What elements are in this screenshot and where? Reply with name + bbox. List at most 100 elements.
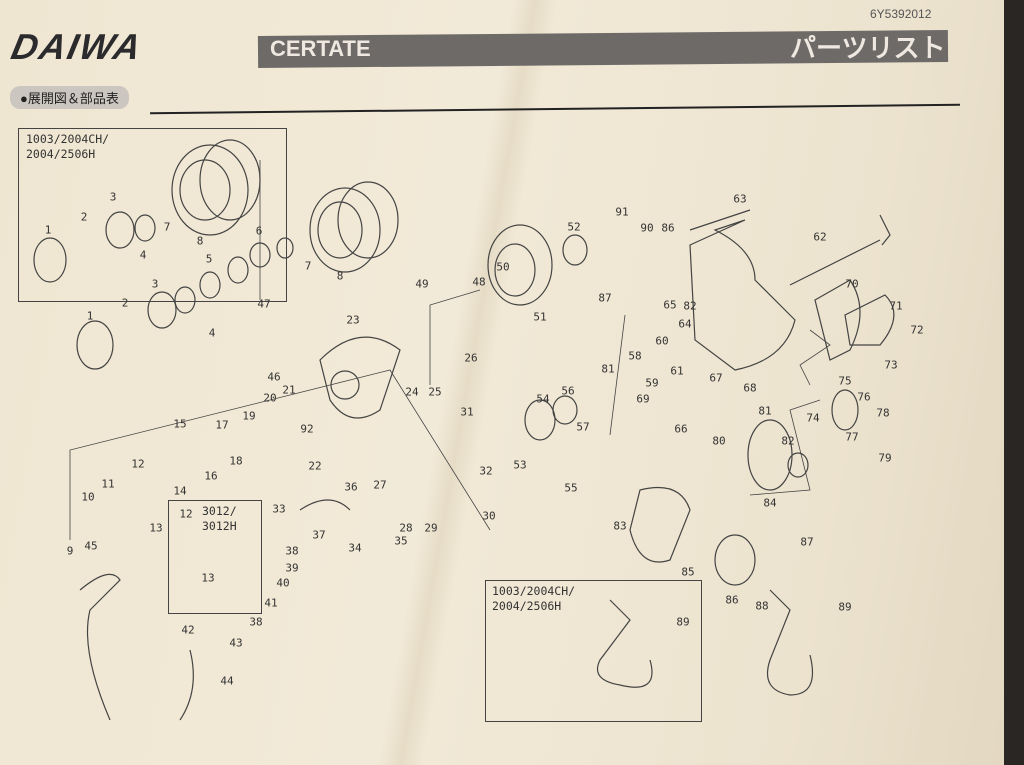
part-number-label: 7 — [163, 220, 171, 234]
part-number-label: 48 — [472, 275, 486, 289]
part-number-label: 89 — [676, 615, 690, 629]
part-number-label: 47 — [257, 297, 271, 311]
part-number-label: 38 — [285, 544, 299, 558]
part-number-label: 57 — [576, 420, 590, 434]
part-number-label: 88 — [755, 599, 769, 613]
part-number-label: 75 — [838, 374, 852, 388]
spool-top — [171, 139, 261, 236]
part-number-label: 12 — [179, 507, 193, 521]
part-number-label: 14 — [173, 484, 187, 498]
body-frame — [689, 209, 891, 371]
part-number-label: 32 — [479, 464, 493, 478]
part-number-label: 82 — [781, 434, 795, 448]
part-number-label: 9 — [66, 544, 74, 558]
part-number-label: 33 — [272, 502, 286, 516]
part-number-label: 63 — [733, 192, 747, 206]
part-number-label: 38 — [249, 615, 263, 629]
variant-text: 2004/2506H — [492, 599, 562, 613]
part-number-label: 58 — [628, 349, 642, 363]
part-number-label: 8 — [336, 269, 344, 283]
part-number-label: 19 — [242, 409, 256, 423]
part-number-label: 4 — [208, 326, 216, 340]
parts-list-title: パーツリスト — [790, 33, 946, 63]
part-number-label: 82 — [683, 299, 697, 313]
part-number-label: 22 — [308, 459, 322, 473]
part-number-label: 64 — [678, 317, 692, 331]
part-number-label: 69 — [636, 392, 650, 406]
part-number-label: 81 — [601, 362, 615, 376]
part-number-label: 49 — [415, 277, 429, 291]
part-number-label: 73 — [884, 358, 898, 372]
spool-variant-label: 1003/2004CH/2004/2506H — [26, 132, 109, 162]
side-cover — [814, 279, 895, 361]
spool-second — [309, 181, 399, 273]
part-number-label: 56 — [561, 384, 575, 398]
part-number-label: 16 — [204, 469, 218, 483]
part-number-label: 60 — [655, 334, 669, 348]
part-number-label: 34 — [348, 541, 362, 555]
part-number-label: 13 — [201, 571, 215, 585]
part-number-label: 70 — [845, 277, 859, 291]
leader-lines — [69, 160, 831, 540]
part-number-label: 3 — [109, 190, 117, 204]
part-number-label: 45 — [84, 539, 98, 553]
part-number-label: 87 — [598, 291, 612, 305]
part-number-label: 86 — [661, 221, 675, 235]
part-number-label: 90 — [640, 221, 654, 235]
part-number-label: 29 — [424, 521, 438, 535]
part-number-label: 51 — [533, 310, 547, 324]
part-number-label: 17 — [215, 418, 229, 432]
part-number-label: 91 — [615, 205, 629, 219]
part-number-label: 83 — [613, 519, 627, 533]
part-number-label: 89 — [838, 600, 852, 614]
variant-text: 1003/2004CH/ — [26, 132, 110, 146]
part-number-label: 37 — [312, 528, 326, 542]
part-number-label: 27 — [373, 478, 387, 492]
part-number-label: 84 — [763, 496, 777, 510]
part-number-label: 46 — [267, 370, 281, 384]
part-number-label: 40 — [276, 576, 290, 590]
part-number-label: 85 — [681, 565, 695, 579]
handle-variant-label: 1003/2004CH/2004/2506H — [492, 584, 575, 614]
part-number-label: 4 — [139, 248, 147, 262]
part-number-label: 15 — [173, 417, 187, 431]
part-number-label: 67 — [709, 371, 723, 385]
part-number-label: 44 — [220, 674, 234, 688]
part-number-label: 39 — [285, 561, 299, 575]
part-number-label: 54 — [536, 392, 550, 406]
part-number-label: 2 — [80, 210, 88, 224]
part-number-label: 36 — [344, 480, 358, 494]
bail-arm — [79, 499, 351, 721]
variant-text: 1003/2004CH/ — [492, 584, 576, 598]
part-number-label: 24 — [405, 385, 419, 399]
part-number-label: 76 — [857, 390, 871, 404]
part-number-label: 79 — [878, 451, 892, 465]
rotor-cup — [487, 224, 588, 306]
part-number-label: 61 — [670, 364, 684, 378]
part-number-label: 8 — [196, 234, 204, 248]
model-name: CERTATE — [270, 36, 371, 61]
gears — [524, 389, 859, 491]
part-number-label: 23 — [346, 313, 360, 327]
part-number-label: 1 — [86, 309, 94, 323]
part-number-label: 74 — [806, 411, 820, 425]
part-number-label: 72 — [910, 323, 924, 337]
part-number-label: 77 — [845, 430, 859, 444]
part-number-label: 55 — [564, 481, 578, 495]
part-number-label: 7 — [304, 259, 312, 273]
document-code: 6Y5392012 — [870, 7, 932, 21]
part-number-label: 42 — [181, 623, 195, 637]
variant-text: 2004/2506H — [26, 147, 96, 161]
drag-knobs — [33, 211, 177, 370]
part-number-label: 26 — [464, 351, 478, 365]
clip-variant-box — [168, 500, 262, 614]
part-number-label: 20 — [263, 391, 277, 405]
part-number-label: 35 — [394, 534, 408, 548]
part-number-label: 5 — [205, 252, 213, 266]
part-number-label: 11 — [101, 477, 115, 491]
section-heading: ●展開図＆部品表 — [10, 86, 129, 109]
part-number-label: 78 — [876, 406, 890, 420]
part-number-label: 59 — [645, 376, 659, 390]
part-number-label: 81 — [758, 404, 772, 418]
part-number-label: 25 — [428, 385, 442, 399]
